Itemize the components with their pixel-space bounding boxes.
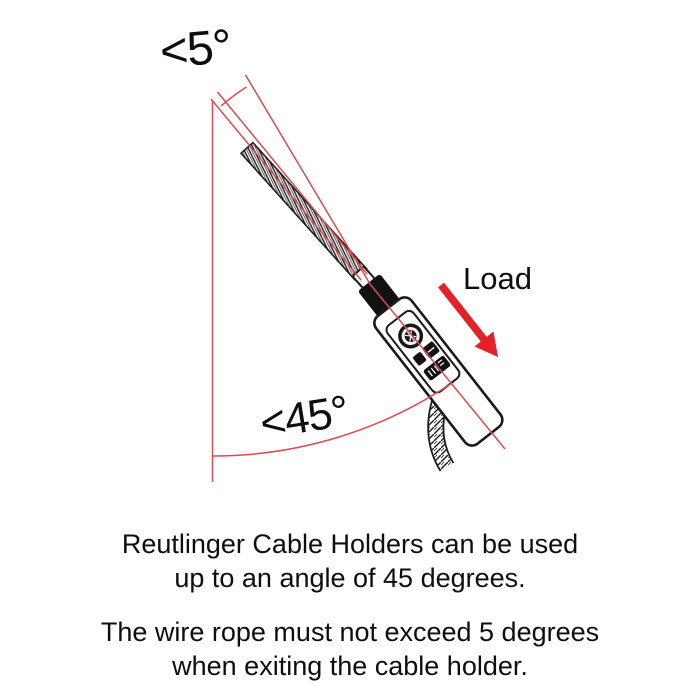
- cable-holder-icon: [358, 275, 504, 447]
- label-markings: [413, 341, 451, 381]
- rope-direction-line-left: [210, 98, 362, 281]
- rope-direction-line-right: [216, 91, 368, 275]
- load-arrow-icon: [438, 282, 498, 357]
- caption-line: when exiting the cable holder.: [172, 651, 528, 681]
- five-degree-arc: [220, 86, 247, 107]
- caption-line: up to an angle of 45 degrees.: [174, 563, 526, 593]
- holder-axis-line: [244, 74, 506, 450]
- diagram-canvas: [210, 74, 506, 482]
- caption-line: The wire rope must not exceed 5 degrees: [100, 617, 600, 647]
- load-label: Load: [463, 261, 532, 296]
- angle-limit-5-label: <5°: [157, 20, 234, 79]
- caption-rope-exit-angle: The wire rope must not exceed 5 degrees …: [0, 615, 700, 683]
- construction-lines: [210, 74, 506, 482]
- forty-five-degree-arc: [212, 382, 453, 457]
- caption-holder-angle: Reutlinger Cable Holders can be used up …: [0, 527, 700, 595]
- caption-line: Reutlinger Cable Holders can be used: [121, 529, 579, 559]
